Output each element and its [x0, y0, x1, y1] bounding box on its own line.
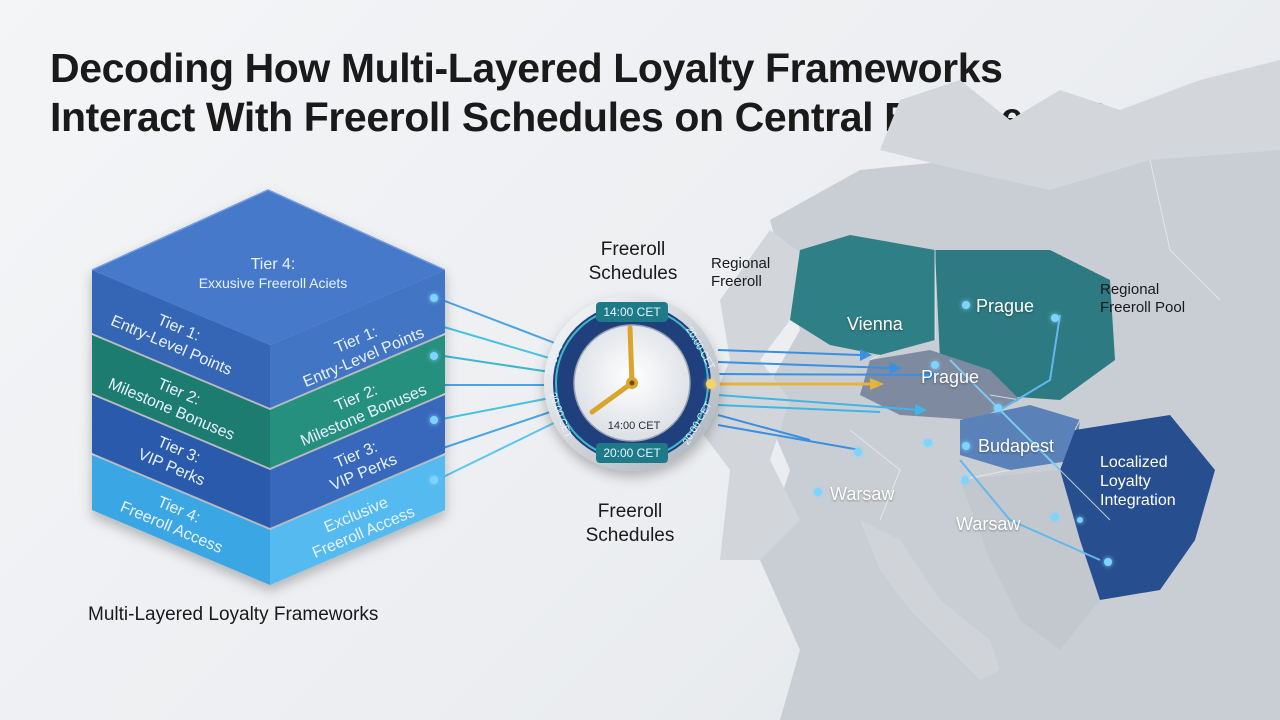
ring-label-bottom: 20:00 CET: [603, 446, 661, 460]
localized-loyalty-label: Localized Loyalty Integration: [1100, 454, 1176, 509]
city-warsaw-west: Warsaw: [830, 484, 895, 504]
europe-map: [700, 60, 1280, 720]
stack-caption: Multi-Layered Loyalty Frameworks: [88, 604, 379, 625]
minute-hand: [627, 325, 635, 386]
top-tier-title: Tier 4:: [250, 256, 296, 273]
regional-freeroll-pool-label: Regional Freeroll Pool: [1100, 281, 1186, 316]
map-region-poland: [935, 250, 1115, 400]
map-borders: [849, 159, 1221, 521]
stack-markers: [430, 294, 438, 484]
title-line-1: Decoding How Multi-Layered Loyalty Frame…: [50, 45, 1003, 91]
city-warsaw-south: Warsaw: [956, 514, 1021, 534]
map-italy: [860, 520, 1000, 680]
map-region-romania: [1060, 415, 1215, 600]
map-region-hungary: [960, 405, 1080, 470]
arrowheads: [860, 349, 937, 416]
clock-heading-bottom: Freeroll Schedules: [585, 501, 675, 546]
map-balkans: [960, 470, 1110, 650]
hour-hand: [589, 380, 635, 415]
city-prague-mid: Prague: [921, 367, 980, 387]
top-tier-subtitle: Exxusive Freeroll Aciets: [198, 275, 348, 291]
top-face-label: Tier 4: Exxusive Freeroll Aciets: [198, 255, 348, 293]
ring-label-top: 14:00 CET: [603, 305, 661, 319]
map-region-germany: [790, 235, 935, 355]
map-land-west: [700, 230, 810, 560]
clock-face-time: 14:00 CET: [607, 420, 661, 432]
loyalty-tier-stack: [91, 189, 446, 585]
map-land-north: [880, 60, 1280, 190]
clock-heading-top: Freeroll Schedules: [588, 239, 678, 284]
map-markers: [814, 301, 1112, 566]
freeroll-clock: [544, 295, 720, 471]
city-budapest: Budapest: [978, 436, 1055, 456]
city-prague-north: Prague: [976, 296, 1035, 316]
regional-freeroll-label: Regional Freeroll: [711, 255, 771, 290]
stack-connectors: [436, 297, 561, 481]
city-vienna: Vienna: [847, 314, 903, 334]
map-connectors: [712, 314, 1101, 561]
